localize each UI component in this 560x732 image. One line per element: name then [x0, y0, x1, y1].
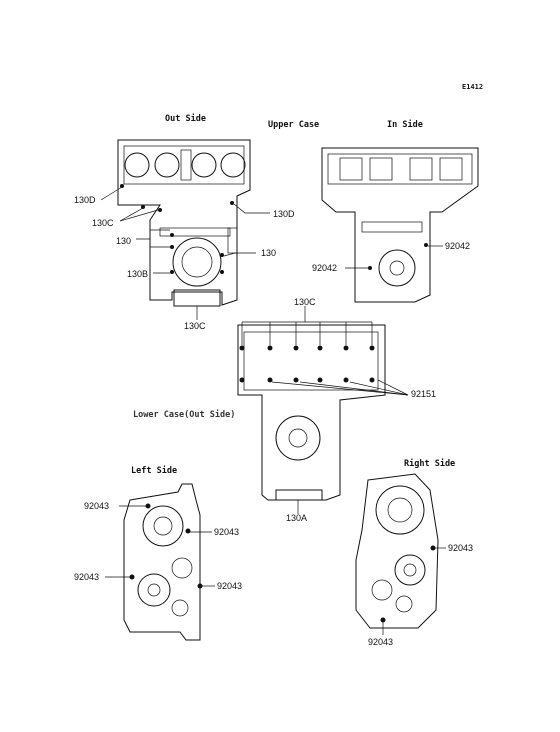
- header-in-side: In Side: [387, 120, 423, 130]
- callout-130-right: 130: [261, 248, 277, 258]
- callout-92151: 92151: [411, 389, 437, 399]
- callout-92043-left-side-left: 92043: [74, 572, 100, 582]
- callout-130c-top: 130C: [294, 297, 316, 307]
- upper-case-inside-leaders: [345, 245, 443, 269]
- callout-130d-left: 130D: [74, 195, 96, 205]
- callout-92043-right-side-bottom: 92043: [368, 637, 394, 647]
- callout-92042-left: 92042: [312, 263, 338, 273]
- callout-130c-left: 130C: [92, 218, 114, 228]
- header-lower-case-out-side: Lower Case(Out Side): [133, 410, 236, 420]
- lower-case-outside-drawing: [237, 324, 386, 501]
- left-side-drawing: [123, 483, 203, 641]
- header-out-side: Out Side: [165, 114, 206, 124]
- drawing-reference-code: E1412: [462, 83, 484, 91]
- callout-130a: 130A: [286, 513, 308, 523]
- upper-case-outside-leaders: [100, 186, 270, 320]
- lower-case-outside-leaders: [241, 306, 409, 514]
- left-side-leaders: [105, 505, 215, 587]
- upper-case-outside-drawing: [117, 139, 251, 307]
- header-upper-case: Upper Case: [268, 120, 320, 130]
- callout-130d-right: 130D: [273, 209, 295, 219]
- right-side-leaders: [382, 547, 446, 635]
- callout-92042-right: 92042: [445, 241, 471, 251]
- header-left-side: Left Side: [131, 466, 178, 476]
- callout-130-left: 130: [116, 236, 132, 246]
- callout-92043-left-side-right2: 92043: [217, 581, 243, 591]
- callout-92043-left-side-right1: 92043: [214, 527, 240, 537]
- header-right-side: Right Side: [404, 459, 456, 469]
- callout-92043-left-side-top: 92043: [84, 501, 110, 511]
- callout-92043-right-side-right: 92043: [448, 543, 474, 553]
- callout-130c-bottom: 130C: [184, 321, 206, 331]
- right-side-drawing: [355, 473, 439, 629]
- callout-130b: 130B: [127, 269, 149, 279]
- upper-case-inside-drawing: [321, 147, 479, 303]
